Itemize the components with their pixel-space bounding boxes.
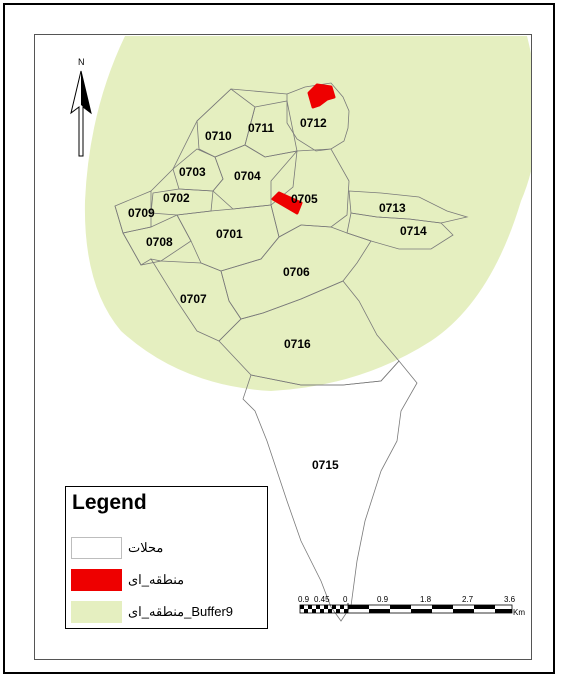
scale-unit: Km (513, 608, 525, 617)
district-boundary-west (114, 205, 152, 266)
neighborhood-label-0716: 0716 (284, 337, 311, 351)
legend-swatch-neighborhood (71, 537, 122, 559)
neighborhood-0705-shape (270, 148, 350, 238)
neighborhood-label-0714: 0714 (400, 224, 427, 238)
neighborhood-label-0711: 0711 (248, 121, 274, 135)
neighborhood-0715-shape (242, 360, 418, 622)
scale-tick-3: 0.9 (377, 595, 389, 604)
scale-tick-6: 3.6 (504, 595, 516, 604)
neighborhood-label-0705: 0705 (291, 192, 318, 206)
scale-tick-4: 1.8 (420, 595, 432, 604)
legend-title: Legend (72, 491, 147, 514)
neighborhood-label-0704: 0704 (234, 169, 261, 183)
scale-bar-ticks: 0.9 0.45 0 0.9 1.8 2.7 3.6 Km (298, 595, 525, 617)
neighborhood-0712-shape (286, 82, 350, 152)
neighborhood-label-0708: 0708 (146, 235, 173, 249)
legend: Legend محلات منطقه_ای منطقه_ای_Buffer9 (65, 486, 268, 629)
legend-swatch-region (71, 569, 122, 591)
scale-tick-0: 0.9 (298, 595, 310, 604)
legend-label-buffer: منطقه_ای_Buffer9 (128, 604, 234, 619)
neighborhood-label-0712: 0712 (300, 116, 327, 130)
neighborhood-label-0702: 0702 (163, 191, 190, 205)
scale-tick-5: 2.7 (462, 595, 474, 604)
district-boundary-north (150, 88, 288, 192)
buffer-zone (84, 36, 531, 391)
region-polygon-north (307, 83, 336, 109)
legend-label-region: منطقه_ای (128, 572, 185, 587)
north-arrow: N (70, 57, 92, 157)
neighborhood-label-0713: 0713 (379, 201, 406, 215)
neighborhood-label-0709: 0709 (128, 206, 155, 220)
scale-tick-1: 0.45 (314, 595, 330, 604)
map-canvas: 0710 0711 0712 0703 0704 0702 0705 0713 … (70, 36, 531, 622)
neighborhood-0707-shape (150, 258, 242, 342)
neighborhood-label-0703: 0703 (179, 165, 206, 179)
north-arrow-half (81, 71, 91, 113)
neighborhood-label-0707: 0707 (180, 292, 207, 306)
legend-swatch-buffer (71, 601, 122, 623)
north-arrow-label: N (78, 57, 85, 67)
neighborhood-boundaries (114, 82, 469, 622)
page-border (3, 3, 555, 674)
scale-bar-blocks (299, 603, 513, 614)
legend-label-neighborhood: محلات (128, 540, 164, 555)
neighborhood-label-0710: 0710 (205, 129, 232, 143)
neighborhood-label-0706: 0706 (283, 265, 310, 279)
neighborhood-label-0715: 0715 (312, 458, 339, 472)
neighborhood-label-0701: 0701 (216, 227, 243, 241)
region-polygon-center (271, 191, 303, 215)
scale-tick-2: 0 (343, 595, 348, 604)
neighborhood-labels: 0710 0711 0712 0703 0704 0702 0705 0713 … (128, 116, 427, 472)
scale-bar: 0.9 0.45 0 0.9 1.8 2.7 3.6 Km (298, 595, 525, 617)
map-frame: 0710 0711 0712 0703 0704 0702 0705 0713 … (34, 34, 532, 660)
